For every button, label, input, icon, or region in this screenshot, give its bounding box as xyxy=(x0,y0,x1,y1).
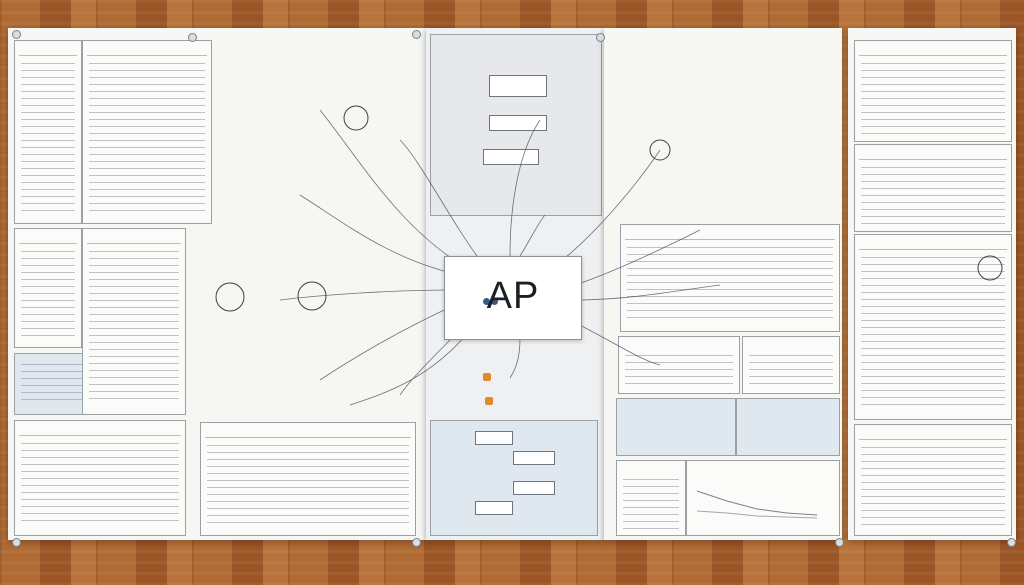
pin xyxy=(1007,538,1016,547)
flow-box-bottom-1 xyxy=(475,431,513,445)
panel-bottom-left-2 xyxy=(200,422,416,536)
hub-title: AP xyxy=(486,275,540,317)
flow-box-2 xyxy=(489,115,547,131)
panel-mid-left-2 xyxy=(82,228,186,415)
pin xyxy=(596,33,605,42)
panel-right-center-3 xyxy=(742,336,840,394)
pin xyxy=(12,538,21,547)
panel-far-right-3 xyxy=(854,234,1012,420)
chart-sketch xyxy=(696,490,818,519)
panel-right-center-blue-1 xyxy=(616,398,736,456)
orange-badge-icon xyxy=(485,397,493,405)
pin xyxy=(835,538,844,547)
orange-badge-icon xyxy=(483,373,491,381)
pin xyxy=(12,30,21,39)
panel-right-center-1 xyxy=(620,224,840,332)
right-center-poster-sheet xyxy=(604,28,842,540)
pin xyxy=(412,538,421,547)
panel-far-right-4 xyxy=(854,424,1012,536)
left-poster-sheet xyxy=(8,28,426,540)
far-right-poster-sheet xyxy=(848,28,1016,540)
flow-box-bottom-2 xyxy=(513,451,555,465)
panel-right-center-chart-1 xyxy=(616,460,686,536)
panel-right-center-2 xyxy=(618,336,740,394)
panel-bottom-left-1 xyxy=(14,420,186,536)
panel-top-left-1 xyxy=(14,40,82,224)
panel-far-right-2 xyxy=(854,144,1012,232)
panel-center-bottom-blue xyxy=(430,420,598,536)
central-hub-card: AP xyxy=(444,256,582,340)
flow-box-bottom-4 xyxy=(475,501,513,515)
pin xyxy=(412,30,421,39)
panel-right-center-chart-2 xyxy=(686,460,840,536)
panel-top-left-2 xyxy=(82,40,212,224)
flow-box-bottom-3 xyxy=(513,481,555,495)
pin xyxy=(188,33,197,42)
flow-box-1 xyxy=(489,75,547,97)
panel-right-center-blue-2 xyxy=(736,398,840,456)
flow-box-3 xyxy=(483,149,539,165)
hub-dot-icon xyxy=(491,298,498,305)
hub-dot-icon xyxy=(483,298,490,305)
panel-mid-left-1 xyxy=(14,228,82,348)
panel-far-right-1 xyxy=(854,40,1012,142)
